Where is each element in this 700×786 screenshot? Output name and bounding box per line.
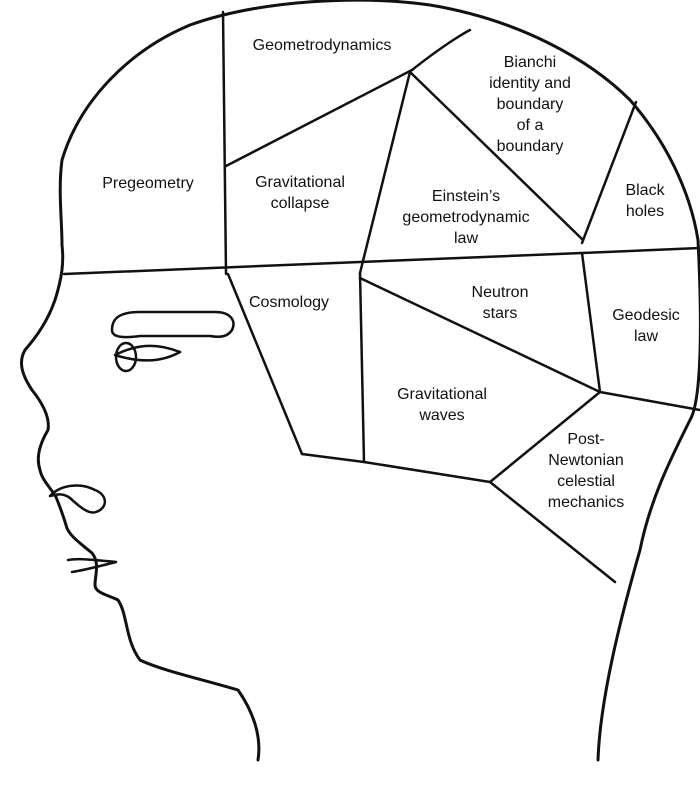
divider-waves-right: [488, 390, 602, 484]
divider-neutron-diag: [358, 276, 602, 394]
divider-einstein-left: [358, 70, 412, 275]
region-label-einsteins-law: Einstein’s geometrodynamic law: [402, 188, 530, 247]
eye-iris: [114, 341, 138, 373]
divider-geometrodynamics-bottom: [224, 68, 414, 168]
nostril: [48, 484, 107, 514]
divider-pregeometry: [221, 10, 228, 276]
mouth-line: [66, 557, 118, 574]
region-label-cosmology: Cosmology: [248, 294, 330, 311]
divider-bianchi-right: [580, 100, 638, 245]
divider-chin-line: [300, 452, 492, 484]
divider-cosmology-left: [226, 272, 304, 456]
region-label-black-holes: Black holes: [625, 182, 665, 220]
region-label-pregeometry: Pregeometry: [102, 175, 194, 192]
region-label-neutron-stars: Neutron stars: [471, 284, 529, 322]
divider-einstein-right: [408, 70, 585, 242]
eye-upper-lid: [113, 344, 182, 357]
divider-postnewtonian-bottom: [488, 480, 617, 584]
region-label-gravitational-collapse: Gravitational collapse: [255, 174, 345, 212]
region-label-bianchi-identity: Bianchi identity and boundary of a bound…: [489, 54, 571, 155]
region-label-geodesic-law: Geodesic law: [612, 307, 680, 345]
region-label-post-newtonian: Post- Newtonian celestial mechanics: [547, 431, 625, 511]
divider-geometrodynamics-right: [410, 28, 472, 72]
eyebrow-shape: [110, 310, 235, 339]
divider-geodesic-bottom: [598, 390, 700, 412]
eye-lower-lid: [116, 350, 182, 362]
region-label-gravitational-waves: Gravitational waves: [397, 386, 487, 424]
divider-geodesic-left: [580, 251, 602, 394]
brow-line: [62, 246, 700, 276]
region-label-geometrodynamics: Geometrodynamics: [252, 37, 392, 54]
divider-cosmology-right: [358, 271, 366, 464]
